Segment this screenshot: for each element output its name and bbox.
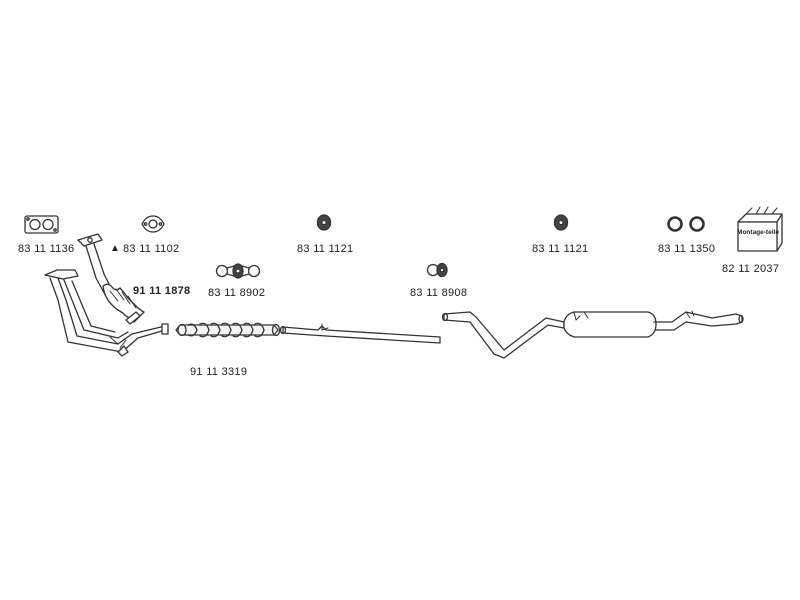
part-number-label: 91 11 1878 [133,285,191,297]
clamp-icon [215,263,261,279]
part-number-label: 83 11 1121 [297,243,354,255]
part-number-label: 83 11 8902 [208,287,266,299]
front-pipe-icon [77,233,145,325]
o-rings-icon [667,216,705,232]
part-number-label: 83 11 1102 [123,243,180,255]
part-number-label: 83 11 1350 [658,243,716,255]
gasket-double-icon [24,215,59,234]
part-number-label: 82 11 2037 [722,263,780,275]
clamp-icon [426,262,448,278]
exhaust-manifold-icon [44,269,169,357]
middle-pipe-icon [279,323,441,344]
flex-pipe-icon [175,322,281,338]
rubber-hanger-icon [553,214,569,231]
part-number-label: 83 11 1136 [18,243,75,255]
part-number-label: 83 11 1121 [532,243,589,255]
warning-triangle-icon: ▲ [110,243,120,254]
part-number-label: 91 11 3319 [190,366,248,378]
gasket-oval-icon [141,215,165,233]
rear-silencer-icon [441,310,744,359]
mounting-kit-box-icon [737,206,783,252]
mounting-kit-box-text: Montage-teile [737,229,779,236]
part-number-label: 83 11 8908 [410,287,468,299]
rubber-hanger-icon [316,214,332,231]
